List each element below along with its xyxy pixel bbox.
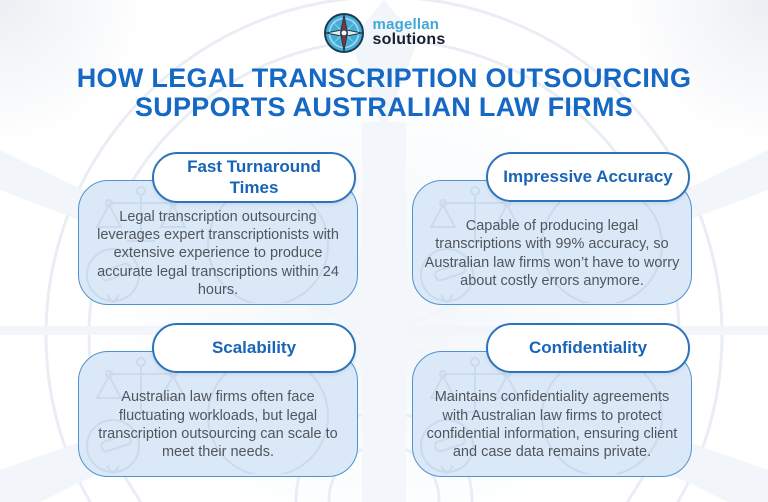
page-title-line-2: SUPPORTS AUSTRALIAN LAW FIRMS	[134, 92, 634, 122]
card-title: Impressive Accuracy	[503, 166, 673, 186]
card-body-text: Capable of producing legal transcription…	[424, 217, 680, 289]
card-title-pill: Fast Turnaround Times	[152, 152, 356, 204]
card-impressive-accuracy: Impressive Accuracy Capable of	[412, 152, 692, 305]
brand-wordmark: magellan solutions	[373, 17, 446, 49]
card-title-pill: Scalability	[152, 323, 356, 373]
card-title: Scalability	[211, 337, 297, 357]
card-title: Fast Turnaround Times	[187, 157, 321, 197]
card-title-pill: Impressive Accuracy	[486, 152, 690, 202]
card-body-text: Australian law firms often face fluctuat…	[98, 389, 338, 461]
card-fast-turnaround-times: Fast Turnaround Times Legal tra	[78, 152, 358, 305]
card-scalability: Scalability Australian law firm	[78, 323, 358, 477]
cards-grid: Fast Turnaround Times Legal tra	[78, 152, 692, 477]
brand-name-magellan: magellan	[372, 16, 440, 34]
page-title: HOW LEGAL TRANSCRIPTION OUTSOURCING SUPP…	[0, 64, 768, 122]
card-title: Confidentiality	[528, 337, 648, 357]
compass-rose-icon	[323, 13, 364, 53]
header: magellan solutions	[0, 12, 768, 54]
card-body-text: Maintains confidentiality agreements wit…	[426, 389, 678, 461]
card-confidentiality: Confidentiality Maintains confi	[412, 323, 692, 477]
brand-name-solutions: solutions	[372, 31, 446, 49]
page-title-line-1: HOW LEGAL TRANSCRIPTION OUTSOURCING	[76, 63, 692, 93]
card-body-text: Legal transcription outsourcing leverage…	[97, 208, 339, 298]
card-title-pill: Confidentiality	[486, 323, 690, 373]
brand-logo: magellan solutions	[323, 12, 446, 54]
